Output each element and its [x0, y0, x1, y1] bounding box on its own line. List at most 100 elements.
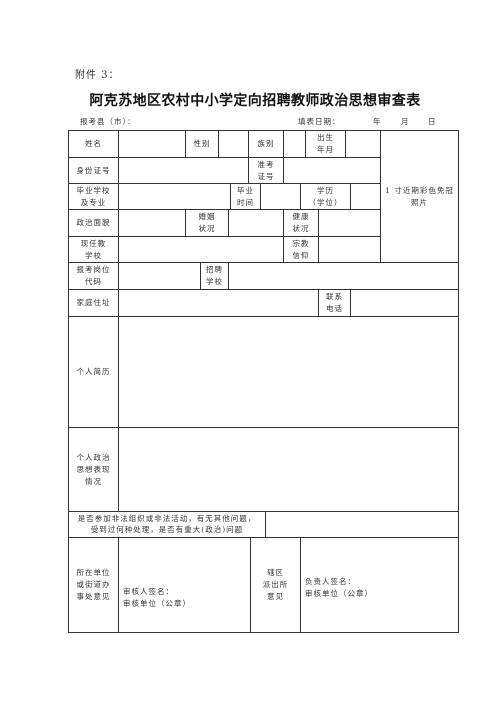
illegal-activity-question-line-1: 是否参加非法组织或非法活动，有无其他问题，	[77, 513, 257, 523]
unit-opinion-label-cell: 所在单位 或街道办 事处意见	[68, 537, 119, 633]
gender-label-cell: 性别	[185, 130, 219, 158]
name-label-cell: 姓名	[68, 130, 119, 158]
year-label: 年	[373, 117, 382, 126]
post-code-label-line-2: 代码	[85, 277, 102, 286]
political-conduct-label-line-2: 思想表现	[76, 464, 111, 474]
illegal-activity-question-line-2: 受到过何种处理，是否有重大(政治)问题	[90, 524, 244, 534]
marital-status-value-cell	[228, 209, 284, 237]
form-title: 阿克苏地区农村中小学定向招聘教师政治思想审查表	[89, 93, 421, 109]
current-school-value-cell	[118, 236, 284, 263]
unit-review-seal-label: 审核单位（公章）	[123, 599, 191, 608]
police-review-seal-label: 审核单位（公章）	[305, 589, 373, 598]
county-label: 报考县（市）：	[80, 117, 136, 126]
graduation-time-label-line-2: 时间	[237, 197, 254, 207]
home-address-label: 家庭住址	[76, 298, 111, 307]
exam-number-label-line-1: 准考	[257, 159, 275, 169]
graduation-time-value-cell	[260, 183, 301, 210]
religion-label-cell: 宗教 信仰	[283, 236, 319, 263]
birth-label-line-2: 年月	[317, 145, 334, 154]
health-status-label-line-2: 状况	[292, 224, 310, 233]
graduation-school-value-cell	[118, 183, 231, 210]
id-number-label: 身份证号	[76, 165, 111, 175]
police-opinion-value-cell: 负责人签名： 审核单位（公章）	[300, 537, 459, 633]
education-label-line-2: （学位）	[308, 197, 343, 207]
unit-opinion-label-line-2: 或街道办	[76, 580, 111, 589]
fill-date-label: 填表日期：	[298, 117, 341, 126]
ethnicity-value-cell	[283, 130, 306, 158]
political-conduct-label-line-1: 个人政治	[76, 452, 111, 462]
marital-status-label-line-2: 状况	[198, 224, 216, 233]
graduation-school-label-cell: 毕业学校 及专业	[68, 183, 119, 210]
graduation-school-label-line-1: 毕业学校	[76, 185, 111, 195]
exam-number-label-cell: 准考 证号	[248, 157, 284, 184]
police-opinion-label-line-3: 意见	[267, 592, 284, 601]
home-address-value-cell	[118, 289, 319, 317]
photo-cell: 1 寸近期彩色免冠 照片	[380, 130, 459, 263]
day-label: 日	[428, 117, 437, 126]
political-conduct-label-line-3: 情况	[85, 476, 102, 486]
post-code-label-line-1: 报考岗位	[76, 265, 111, 274]
religion-label-line-1: 宗教	[292, 238, 310, 248]
gender-value-cell	[218, 130, 249, 158]
graduation-school-label-line-2: 及专业	[80, 197, 107, 207]
post-code-label-cell: 报考岗位 代码	[68, 262, 119, 290]
month-label: 月	[401, 117, 410, 126]
ethnicity-label: 族别	[257, 139, 275, 148]
unit-opinion-label-line-3: 事处意见	[76, 592, 111, 601]
current-school-label-line-2: 学校	[85, 250, 102, 260]
education-label-line-1: 学历	[317, 185, 334, 195]
recruiting-school-label-cell: 招聘 学校	[200, 262, 229, 290]
exam-number-value-cell	[283, 157, 381, 184]
unit-reviewer-signature-label: 审核人签名：	[123, 587, 174, 596]
police-opinion-label-line-1: 辖区	[267, 568, 284, 577]
id-number-value-cell	[118, 157, 249, 184]
name-value-cell	[118, 130, 186, 158]
post-code-value-cell	[118, 262, 201, 290]
birth-value-cell	[345, 130, 381, 158]
phone-value-cell	[350, 289, 459, 317]
home-address-label-cell: 家庭住址	[68, 289, 119, 317]
political-status-value-cell	[118, 209, 186, 237]
graduation-time-label-cell: 毕业 时间	[230, 183, 261, 210]
recruiting-school-label-line-2: 学校	[206, 277, 223, 286]
resume-value-cell	[118, 316, 459, 428]
phone-label-cell: 联系 电话	[318, 289, 351, 317]
education-value-cell	[350, 183, 381, 210]
gender-label: 性别	[193, 139, 211, 148]
resume-label: 个人简历	[76, 367, 111, 376]
recruiting-school-value-cell	[228, 262, 459, 290]
birth-label-cell: 出生 年月	[305, 130, 346, 158]
id-number-label-cell: 身份证号	[68, 157, 119, 184]
ethnicity-label-cell: 族别	[248, 130, 284, 158]
political-conduct-value-cell	[118, 427, 459, 512]
political-status-label-cell: 政治面貌	[68, 209, 119, 237]
political-conduct-label-cell: 个人政治 思想表现 情况	[68, 427, 119, 512]
marital-status-label-line-1: 婚姻	[198, 212, 216, 221]
graduation-time-label-line-1: 毕业	[237, 185, 254, 195]
health-status-value-cell	[318, 209, 381, 237]
name-label: 姓名	[85, 139, 102, 148]
police-leader-signature-label: 负责人签名：	[305, 577, 356, 586]
police-opinion-label-line-2: 派出所	[262, 580, 289, 589]
current-school-label-cell: 现任教 学校	[68, 236, 119, 263]
unit-opinion-label-line-1: 所在单位	[76, 568, 111, 577]
education-label-cell: 学历 （学位）	[300, 183, 351, 210]
health-status-label-line-1: 健康	[292, 212, 310, 221]
birth-label-line-1: 出生	[317, 133, 334, 142]
health-status-label-cell: 健康 状况	[283, 209, 319, 237]
illegal-activity-question-cell: 是否参加非法组织或非法活动，有无其他问题， 受到过何种处理，是否有重大(政治)问…	[68, 511, 266, 538]
unit-opinion-value-cell: 审核人签名： 审核单位（公章）	[118, 537, 251, 633]
religion-value-cell	[318, 236, 381, 263]
current-school-label-line-1: 现任教	[80, 238, 107, 248]
photo-label-line-2: 照片	[411, 197, 428, 207]
attachment-number: 附件 3：	[75, 70, 120, 81]
photo-label-line-1: 1 寸近期彩色免冠	[385, 185, 454, 195]
police-opinion-label-cell: 辖区 派出所 意见	[250, 537, 301, 633]
resume-label-cell: 个人简历	[68, 316, 119, 428]
illegal-activity-answer-cell	[265, 511, 459, 538]
marital-status-label-cell: 婚姻 状况	[185, 209, 229, 237]
exam-number-label-line-2: 证号	[257, 171, 275, 181]
phone-label-line-1: 联系	[326, 292, 343, 301]
religion-label-line-2: 信仰	[292, 250, 310, 260]
phone-label-line-2: 电话	[326, 304, 343, 313]
